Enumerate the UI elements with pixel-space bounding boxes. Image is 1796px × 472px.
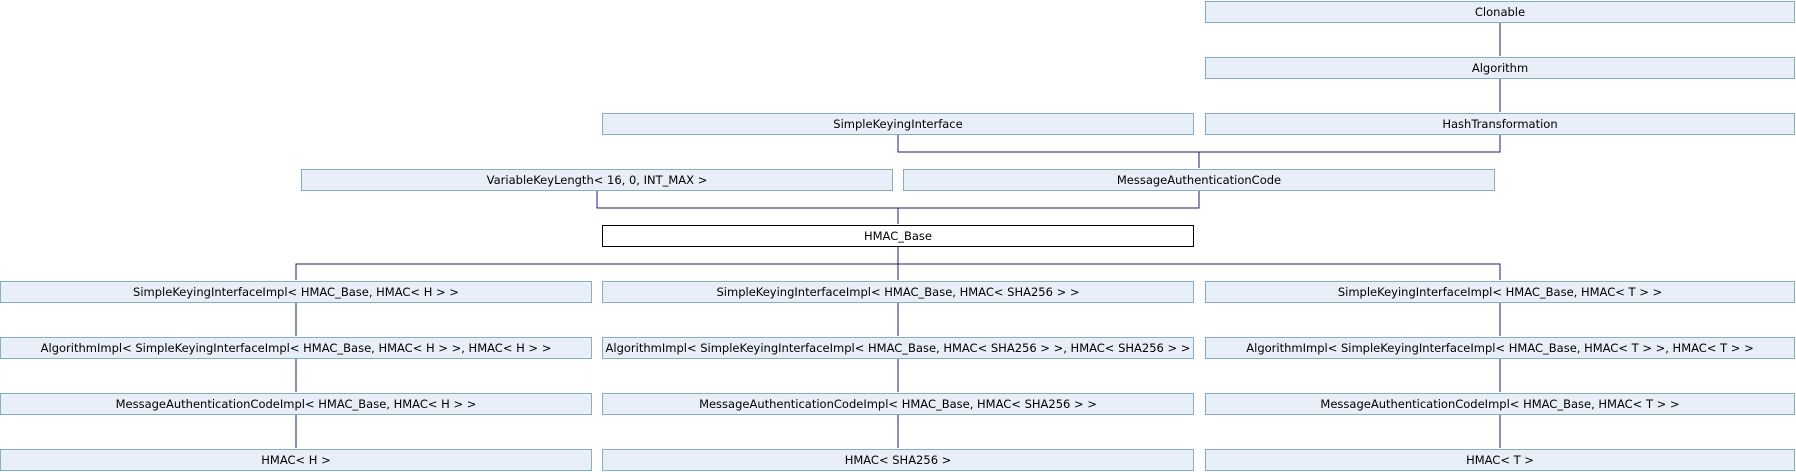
node-ski-impl-sha256[interactable]: SimpleKeyingInterfaceImpl< HMAC_Base, HM… <box>602 281 1194 303</box>
node-algorithm[interactable]: Algorithm <box>1205 57 1795 79</box>
node-clonable[interactable]: Clonable <box>1205 1 1795 23</box>
node-hmac-t[interactable]: HMAC< T > <box>1205 449 1795 471</box>
edge-mac-ski <box>894 128 1200 168</box>
node-simple-keying-interface[interactable]: SimpleKeyingInterface <box>602 113 1194 135</box>
node-mac-impl-t[interactable]: MessageAuthenticationCodeImpl< HMAC_Base… <box>1205 393 1795 415</box>
edge-skiimpl-h-hmacbase <box>295 263 898 280</box>
edge-hmacbase-mac <box>898 184 1203 209</box>
node-alg-impl-h[interactable]: AlgorithmImpl< SimpleKeyingInterfaceImpl… <box>0 337 592 359</box>
node-hmac-sha256[interactable]: HMAC< SHA256 > <box>602 449 1194 471</box>
node-variable-key-length[interactable]: VariableKeyLength< 16, 0, INT_MAX > <box>301 169 893 191</box>
node-mac-impl-sha256[interactable]: MessageAuthenticationCodeImpl< HMAC_Base… <box>602 393 1194 415</box>
edge-mac-hashtransformation <box>1199 128 1504 153</box>
node-alg-impl-sha256[interactable]: AlgorithmImpl< SimpleKeyingInterfaceImpl… <box>602 337 1194 359</box>
node-ski-impl-h[interactable]: SimpleKeyingInterfaceImpl< HMAC_Base, HM… <box>0 281 592 303</box>
node-mac-impl-h[interactable]: MessageAuthenticationCodeImpl< HMAC_Base… <box>0 393 592 415</box>
node-hmac-base[interactable]: HMAC_Base <box>602 225 1194 247</box>
edge-skiimpl-t-hmacbase <box>898 263 1501 280</box>
node-ski-impl-t[interactable]: SimpleKeyingInterfaceImpl< HMAC_Base, HM… <box>1205 281 1795 303</box>
edge-hmacbase-variablekeylength <box>593 184 899 224</box>
node-hash-transformation[interactable]: HashTransformation <box>1205 113 1795 135</box>
node-alg-impl-t[interactable]: AlgorithmImpl< SimpleKeyingInterfaceImpl… <box>1205 337 1795 359</box>
node-hmac-h[interactable]: HMAC< H > <box>0 449 592 471</box>
node-message-authentication-code[interactable]: MessageAuthenticationCode <box>903 169 1495 191</box>
